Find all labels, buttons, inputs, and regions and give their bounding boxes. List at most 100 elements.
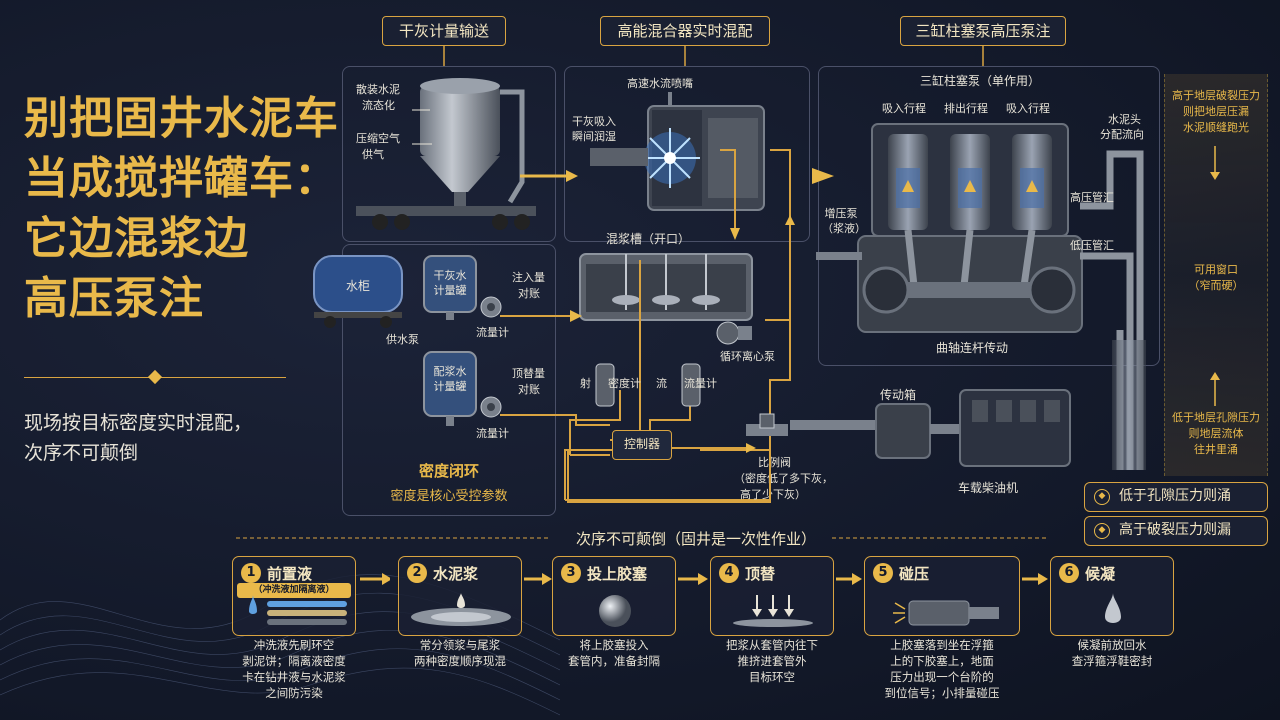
sequence-title: 次序不可颠倒（固井是一次性作业）	[575, 530, 816, 548]
section-triplex: 三缸柱塞泵高压泵注	[900, 16, 1066, 46]
bump-pressure-icon	[893, 600, 999, 626]
flowmeter-1-icon	[480, 296, 502, 318]
label-flowmeter-1: 流量计	[476, 326, 509, 339]
label-bulk-cement-2: 流态化	[362, 99, 395, 112]
side-arrow-down	[1210, 146, 1220, 180]
label-booster-2: （浆液）	[822, 222, 866, 235]
sequence-title-lines	[236, 537, 1046, 539]
step-arrow-4	[836, 573, 862, 585]
label-triplex: 三缸柱塞泵（单作用）	[920, 74, 1041, 88]
section-dry-ash: 干灰计量输送	[382, 16, 506, 46]
step-1-sub: （冲洗液加隔离液）	[237, 583, 351, 598]
label-bulk-cement-1: 散装水泥	[356, 83, 400, 96]
gearbox-diesel	[790, 389, 1071, 467]
side-bottom-3: 往井里涌	[1194, 443, 1238, 456]
step-3-desc: 将上胶塞投入套管内，准备封隔	[568, 638, 660, 668]
circulation-pump-icon	[716, 321, 752, 345]
label-cement-head-2: 分配流向	[1100, 128, 1144, 141]
label-supply-pump: 供水泵	[386, 333, 419, 346]
label-diesel: 车载柴油机	[958, 481, 1019, 495]
densitometer-2-icon	[681, 363, 701, 407]
step-4-number: 4	[719, 563, 739, 583]
label-densitometer-2: 流量计	[684, 377, 717, 390]
step-2: 2 水泥浆	[398, 556, 522, 636]
step-3: 3 投上胶塞	[552, 556, 676, 636]
booster-pipe	[816, 252, 862, 260]
arrow-silo-to-mixer	[520, 170, 578, 182]
mix-meter-tank	[423, 351, 477, 426]
side-top-3: 水泥顺缝跑光	[1183, 121, 1249, 134]
pill-above-frac-label: 高于破裂压力则漏	[1119, 522, 1231, 538]
step-5-title: 碰压	[899, 565, 930, 583]
step-5: 5 碰压	[864, 556, 1020, 636]
panel-density-loop	[342, 244, 556, 516]
step-1-title: 前置液	[267, 565, 313, 583]
label-mix-tank-2: 计量罐	[433, 380, 467, 393]
side-bottom-2: 则地层流体	[1188, 427, 1244, 440]
label-suction-1: 吸入行程	[882, 102, 926, 115]
label-inject-check-1: 注入量	[512, 271, 545, 284]
label-crank: 曲轴连杆传动	[936, 341, 1009, 355]
label-lp-manifold: 低压管汇	[1070, 239, 1114, 252]
side-top-2: 则把地层压漏	[1183, 105, 1249, 118]
label-dry-suck-2: 瞬间润湿	[572, 130, 616, 143]
step-1-desc: 冲洗液先刷环空剥泥饼；隔离液密度卡在钻井液与水泥浆之间防污染	[242, 638, 346, 700]
title-line-1: 别把固井水泥车	[24, 93, 339, 144]
label-clean-tank-1: 干灰水	[433, 269, 467, 282]
mixing-tank	[579, 253, 753, 321]
displace-arrows-icon	[733, 595, 813, 627]
label-suction-2: 吸入行程	[1006, 102, 1050, 115]
density-loop-title: 密度闭环	[418, 462, 479, 480]
step-6: 6 候凝	[1050, 556, 1174, 636]
pill-above-frac: ◆ 高于破裂压力则漏	[1084, 516, 1268, 546]
divider-diamond	[147, 369, 163, 385]
label-dry-suck-1: 干灰吸入	[572, 115, 616, 128]
proportional-valve-icon	[746, 413, 788, 436]
step-3-number: 3	[561, 563, 581, 583]
step-arrow-1	[360, 573, 390, 585]
label-dens-1-left: 射	[580, 377, 591, 390]
step-arrow-3	[678, 573, 708, 585]
step-1-number: 1	[241, 563, 261, 583]
label-cement-head-1: 水泥头	[1108, 113, 1141, 126]
label-replace-check-2: 对账	[518, 383, 540, 396]
slurry-drop-icon	[411, 593, 511, 626]
label-air-2: 供气	[362, 148, 384, 161]
step-5-desc: 上胶塞落到坐在浮箍上的下胶塞上，地面压力出现一个台阶的到位信号；小排量碰压	[884, 638, 1000, 700]
step-6-title: 候凝	[1085, 565, 1116, 583]
label-jet: 高速水流喷嘴	[627, 77, 693, 90]
densitometer-1-icon	[595, 363, 615, 407]
pill-below-pore-label: 低于孔隙压力则涌	[1119, 488, 1231, 504]
cement-silo-truck	[356, 78, 536, 230]
label-prop-note-1: （密度低了多下灰，	[734, 472, 833, 485]
label-inject-check-2: 对账	[518, 287, 540, 300]
label-flowmeter-2: 流量计	[476, 427, 509, 440]
controller-box: 控制器	[612, 430, 672, 460]
connector-1	[443, 46, 445, 66]
liquid-layer-icon	[249, 595, 347, 625]
label-prop-note-2: 高了少下灰）	[740, 488, 806, 501]
label-booster-1: 增压泵	[824, 207, 858, 220]
pressure-window-panel	[1164, 74, 1268, 476]
label-dens-2-left: 流	[656, 377, 667, 390]
label-water-tank: 水柜	[346, 279, 371, 293]
label-clean-tank-2: 计量罐	[433, 284, 467, 297]
pill-below-pore: ◆ 低于孔隙压力则涌	[1084, 482, 1268, 512]
arrow-mixer-to-pump	[812, 168, 834, 184]
subtitle-line-1: 现场按目标密度实时混配，	[24, 412, 253, 434]
step-arrow-2	[524, 573, 552, 585]
water-tank	[313, 255, 403, 328]
density-loop-sub: 密度是核心受控参数	[390, 489, 508, 504]
label-mix-tank-1: 配浆水	[433, 365, 467, 378]
step-4-desc: 把浆从套管内往下推挤进套管外目标环空	[726, 638, 818, 684]
label-hp-manifold: 高压管汇	[1070, 191, 1114, 204]
step-3-title: 投上胶塞	[587, 565, 648, 583]
title-line-4: 高压泵注	[24, 273, 204, 324]
shield-icon: ◆	[1094, 523, 1110, 539]
subtitle-line-2: 次序不可颠倒	[24, 442, 139, 464]
side-arrow-up	[1210, 372, 1220, 406]
step-4-title: 顶替	[745, 565, 776, 583]
side-top-1: 高于地层破裂压力	[1172, 89, 1260, 102]
label-densitometer-1: 密度计	[608, 377, 641, 390]
